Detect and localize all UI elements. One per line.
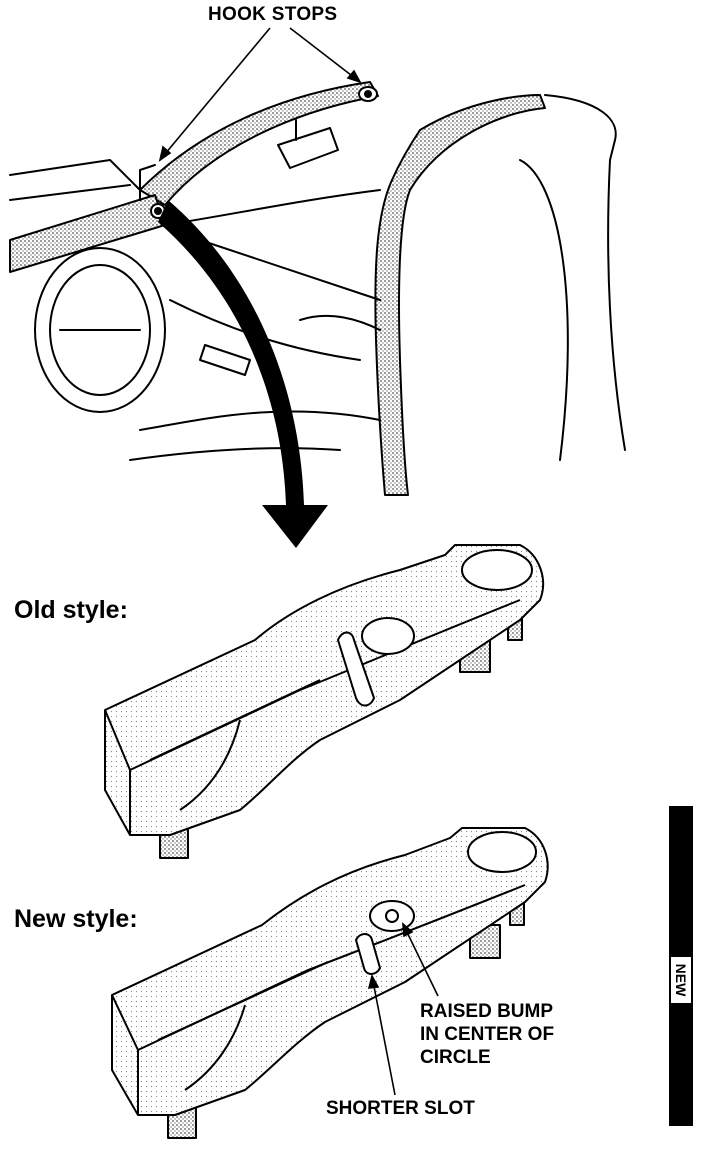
- b-pillar: [374, 94, 546, 496]
- old-style-label: Old style:: [14, 596, 128, 624]
- detail-arrow: [158, 200, 328, 548]
- raised-bump-label-line: CIRCLE: [420, 1047, 491, 1068]
- new-style-leaders: [367, 922, 439, 1096]
- old-circle: [361, 617, 415, 655]
- old-bracket-body: [104, 544, 545, 836]
- old-style-bracket: [104, 544, 545, 859]
- raised-bump-label-line: IN CENTER OF: [420, 1024, 555, 1045]
- new-top-hole: [467, 831, 537, 873]
- side-tab-label: NEW: [673, 963, 689, 997]
- old-top-hole: [461, 549, 533, 591]
- hook-stops-label: HOOK STOPS: [208, 4, 338, 25]
- side-tab-label-box: NEW: [670, 956, 692, 1004]
- shorter-slot-label: SHORTER SLOT: [326, 1098, 475, 1119]
- hook-stops-leaders: [158, 27, 362, 162]
- raised-bump-label-line: RAISED BUMP: [420, 1001, 554, 1022]
- new-short-slot: [355, 933, 381, 975]
- windshield-frame: [139, 81, 379, 206]
- new-style-label: New style:: [14, 905, 138, 933]
- car-interior: [9, 81, 626, 496]
- raised-bump-label: RAISED BUMP IN CENTER OF CIRCLE: [420, 1000, 554, 1069]
- rear-view-mirror: [277, 127, 339, 169]
- new-style-bracket: [111, 827, 549, 1139]
- old-long-slot: [337, 631, 375, 707]
- new-bracket-body: [111, 827, 549, 1116]
- raised-bump: [385, 909, 399, 923]
